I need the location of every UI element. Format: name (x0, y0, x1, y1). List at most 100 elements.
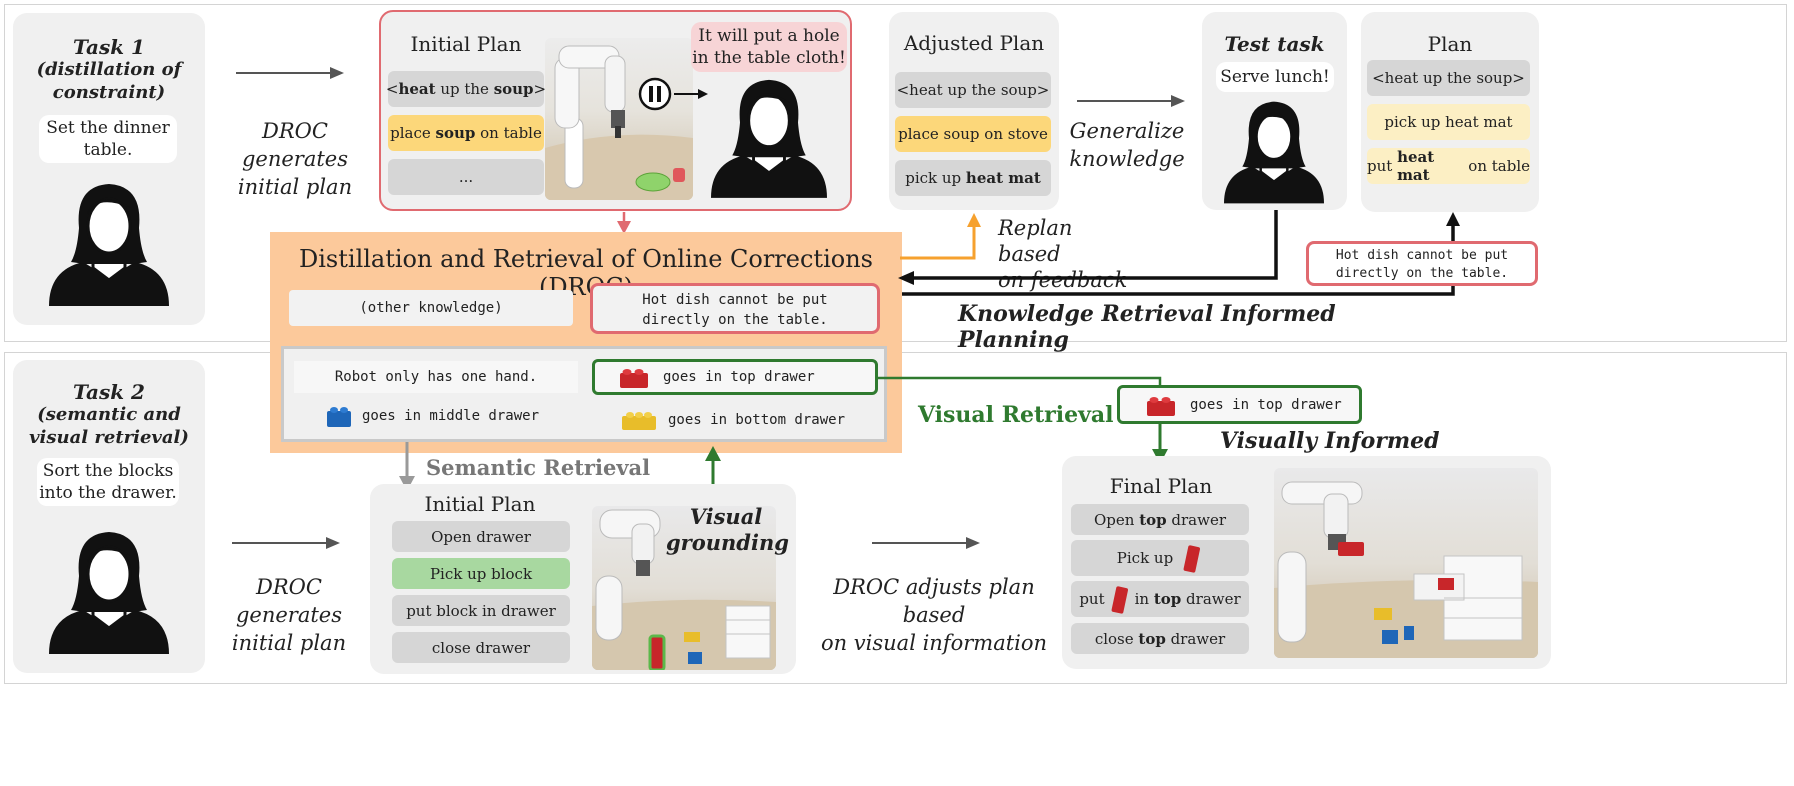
adjusted-plan-step2: place soup on stove (895, 116, 1051, 152)
adjusted-plan-title: Adjusted Plan (903, 31, 1045, 55)
replan-caption-line2: on feedback (998, 268, 1128, 292)
initial-plan-1-step3: ... (388, 159, 544, 195)
test-task-user-icon (1224, 101, 1324, 204)
step2-pre: place (390, 124, 436, 142)
test-task-user-bubble: Serve lunch! (1216, 62, 1334, 92)
retrieved-visual-card: goes in top drawer (1117, 385, 1362, 424)
task2-subtitle-line1: (semantic and (37, 404, 181, 425)
task2-user-line2: into the drawer. (39, 483, 177, 503)
plan-step3-pre: put (1367, 157, 1398, 175)
visual-grounding-label: Visual grounding (666, 504, 789, 556)
initial-plan-2-title: Initial Plan (424, 492, 536, 516)
robot-soup-photo (545, 38, 693, 200)
retrieved-constraint-line1: Hot dish cannot be put (1335, 248, 1509, 263)
task1-subtitle-line2: constraint) (52, 82, 166, 103)
retrieved-constraint-line2: directly on the table. (1335, 266, 1509, 281)
task1-user-line1: Set the dinner (46, 118, 170, 138)
droc-yellow-row: goes in bottom drawer (620, 405, 890, 435)
blue-block-icon (327, 407, 351, 427)
generalize-arrow (1077, 95, 1185, 107)
plan-step3: put heat mat on table (1367, 148, 1530, 184)
initial-plan-2-step2: Pick up block (392, 558, 570, 589)
retrieved-red-block-icon (1147, 396, 1175, 416)
adjusted-plan-step1: <heat up the soup> (895, 72, 1051, 108)
task1-panel: Task 1 (distillation of constraint) Set … (13, 13, 205, 325)
task2-panel: Task 2 (semantic and visual retrieval) S… (13, 360, 205, 673)
replan-caption-line1: Replan based (998, 216, 1073, 266)
task2-to-plan-arrow (232, 537, 340, 549)
initial-plan-2-step4: close drawer (392, 632, 570, 663)
task1-subtitle-line1: (distillation of (36, 59, 182, 80)
droc-title: Distillation and Retrieval of Online Cor… (299, 245, 873, 301)
plan-step3-bold: heat mat (1397, 148, 1435, 184)
step2-bold-soup: soup (435, 124, 476, 142)
plan-step2: pick up heat mat (1367, 104, 1530, 140)
arrow1-caption-line1: DROC generates (241, 119, 349, 171)
initial-plan-1-title: Initial Plan (410, 32, 522, 56)
adjust-caption: DROC adjusts plan based on visual inform… (812, 573, 1056, 657)
final-step1-pre: Open (1093, 510, 1140, 529)
pause-icon (638, 77, 672, 111)
final-step3-mid: in (1134, 590, 1154, 608)
step1-post: > (533, 80, 547, 98)
generalize-caption-line2: knowledge (1069, 147, 1185, 171)
visual-grounding-arrow (705, 446, 721, 484)
step1-mid: up the (435, 80, 494, 98)
task1-to-plan-arrow (236, 67, 344, 79)
final-step4-bold: top (1138, 629, 1166, 648)
semantic-retrieval-label: Semantic Retrieval (426, 455, 651, 480)
red-block-icon (620, 369, 648, 388)
replan-caption: Replan based on feedback (998, 215, 1128, 293)
droc-blue-row: goes in middle drawer (324, 401, 584, 431)
final-step3-bold: top (1153, 590, 1182, 608)
arrow1-caption: DROC generates initial plan (210, 117, 380, 201)
adjust-caption-line2: on visual information (820, 631, 1048, 655)
droc-blue-text: goes in middle drawer (362, 408, 540, 424)
krip-caption: Knowledge Retrieval Informed Planning (958, 301, 1336, 353)
final-plan-panel: Final Plan Open top drawer Pick up put i… (1062, 456, 1551, 669)
plan-step3-post: on table (1463, 157, 1530, 175)
robot-drawer-photo (1274, 468, 1538, 658)
task2-user-icon (49, 532, 169, 654)
task2-user-line1: Sort the blocks (42, 461, 174, 481)
visual-grounding-line1: Visual (689, 504, 763, 529)
arrow1-caption-line2: initial plan (237, 175, 353, 199)
task1-title: Task 1 (73, 35, 145, 59)
retrieved-constraint-card: Hot dish cannot be put directly on the t… (1306, 241, 1538, 286)
feedback-human-icon (711, 79, 827, 198)
retrieved-visual-text: goes in top drawer (1190, 396, 1342, 413)
final-plan-step2: Pick up (1071, 540, 1249, 576)
initial-plan-1-panel: Initial Plan <heat up the soup> place so… (379, 10, 852, 211)
droc-red-card: goes in top drawer (592, 359, 878, 395)
test-task-title: Test task (1224, 32, 1325, 56)
final-step1-post: drawer (1166, 510, 1226, 529)
plan-panel: Plan <heat up the soup> pick up heat mat… (1361, 12, 1539, 212)
droc-box: Distillation and Retrieval of Online Cor… (270, 232, 902, 453)
initial-plan-2-panel: Initial Plan Open drawer Pick up block p… (370, 484, 796, 674)
final-plan-step4: close top drawer (1071, 623, 1249, 654)
plan-step1: <heat up the soup> (1367, 60, 1530, 96)
final-step4-post: drawer (1165, 629, 1226, 648)
task2-subtitle-line2: visual retrieval) (29, 427, 189, 448)
step1-bold-soup: soup (493, 80, 534, 98)
plan-to-droc-arrow (617, 212, 631, 234)
adjust-caption-line1: DROC adjusts plan based (833, 575, 1035, 627)
adjusted-step3-pre: pick up (905, 169, 966, 187)
final-step2-red-block-icon (1183, 545, 1201, 573)
droc-other-knowledge: (other knowledge) (289, 290, 573, 326)
task1-user-line2: table. (83, 140, 133, 160)
final-step4-pre: close (1094, 629, 1139, 648)
droc-memory-box: Robot only has one hand. goes in middle … (281, 346, 887, 442)
droc-yellow-text: goes in bottom drawer (668, 412, 846, 428)
droc-constraint-line2: directly on the table. (642, 312, 828, 328)
task1-user-icon (49, 184, 169, 306)
replan-arrow (900, 213, 981, 260)
adjust-arrow (872, 537, 980, 549)
droc-red-text: goes in top drawer (663, 369, 815, 385)
pause-to-human-arrow (674, 89, 708, 99)
initial-plan-2-step3: put block in drawer (392, 595, 570, 626)
yellow-block-icon (622, 412, 656, 430)
initial-plan-1-step2: place soup on table (388, 115, 544, 151)
step1-bold-heat: heat (398, 80, 436, 98)
adjusted-step3-bold: heat mat (965, 169, 1041, 187)
